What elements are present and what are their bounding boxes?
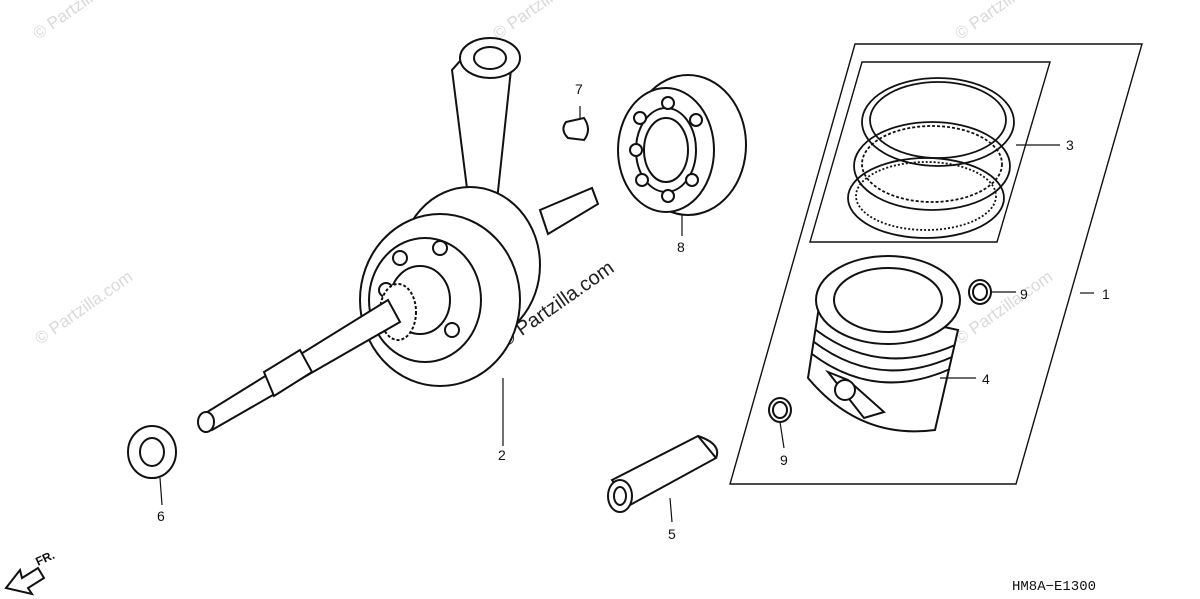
watermark-text: © Partzilla.com xyxy=(951,0,1056,43)
leader-lines xyxy=(159,106,1094,523)
callout-2[interactable]: 2 xyxy=(498,447,506,463)
callout-4[interactable]: 4 xyxy=(982,371,990,387)
watermark-text: © Partzilla.com xyxy=(489,0,594,43)
piston-pin-clip-icon xyxy=(968,279,992,305)
callout-7[interactable]: 7 xyxy=(575,81,583,97)
callout-9[interactable]: 9 xyxy=(780,452,788,468)
crankshaft-icon xyxy=(197,37,600,433)
callout-3[interactable]: 3 xyxy=(1066,137,1074,153)
callout-labels: 1 2 3 4 5 6 7 8 9 9 xyxy=(157,81,1110,542)
piston-ring-set-icon xyxy=(847,77,1015,239)
woodruff-key-icon xyxy=(562,116,589,142)
front-label: FR. xyxy=(33,548,56,569)
watermark-text: © Partzilla.com xyxy=(31,267,136,348)
callout-6[interactable]: 6 xyxy=(157,508,165,524)
washer-icon xyxy=(127,425,177,479)
callout-8[interactable]: 8 xyxy=(677,239,685,255)
piston-ring-box-icon xyxy=(809,61,1051,243)
ball-bearing-icon xyxy=(617,74,747,216)
callout-9[interactable]: 9 xyxy=(1020,286,1028,302)
watermark-text: © Partzilla.com xyxy=(29,0,134,43)
front-arrow-icon: FR. xyxy=(4,548,57,596)
callout-5[interactable]: 5 xyxy=(668,526,676,542)
piston-pin-icon xyxy=(607,434,719,513)
piston-pin-clip-icon xyxy=(768,397,792,423)
watermark-text: © Partzilla.com xyxy=(951,267,1056,348)
callout-1[interactable]: 1 xyxy=(1102,286,1110,302)
piston-assembly-bracket-icon xyxy=(729,43,1143,485)
diagram-code: HM8A−E1300 xyxy=(1012,579,1096,595)
piston-icon xyxy=(806,255,961,433)
